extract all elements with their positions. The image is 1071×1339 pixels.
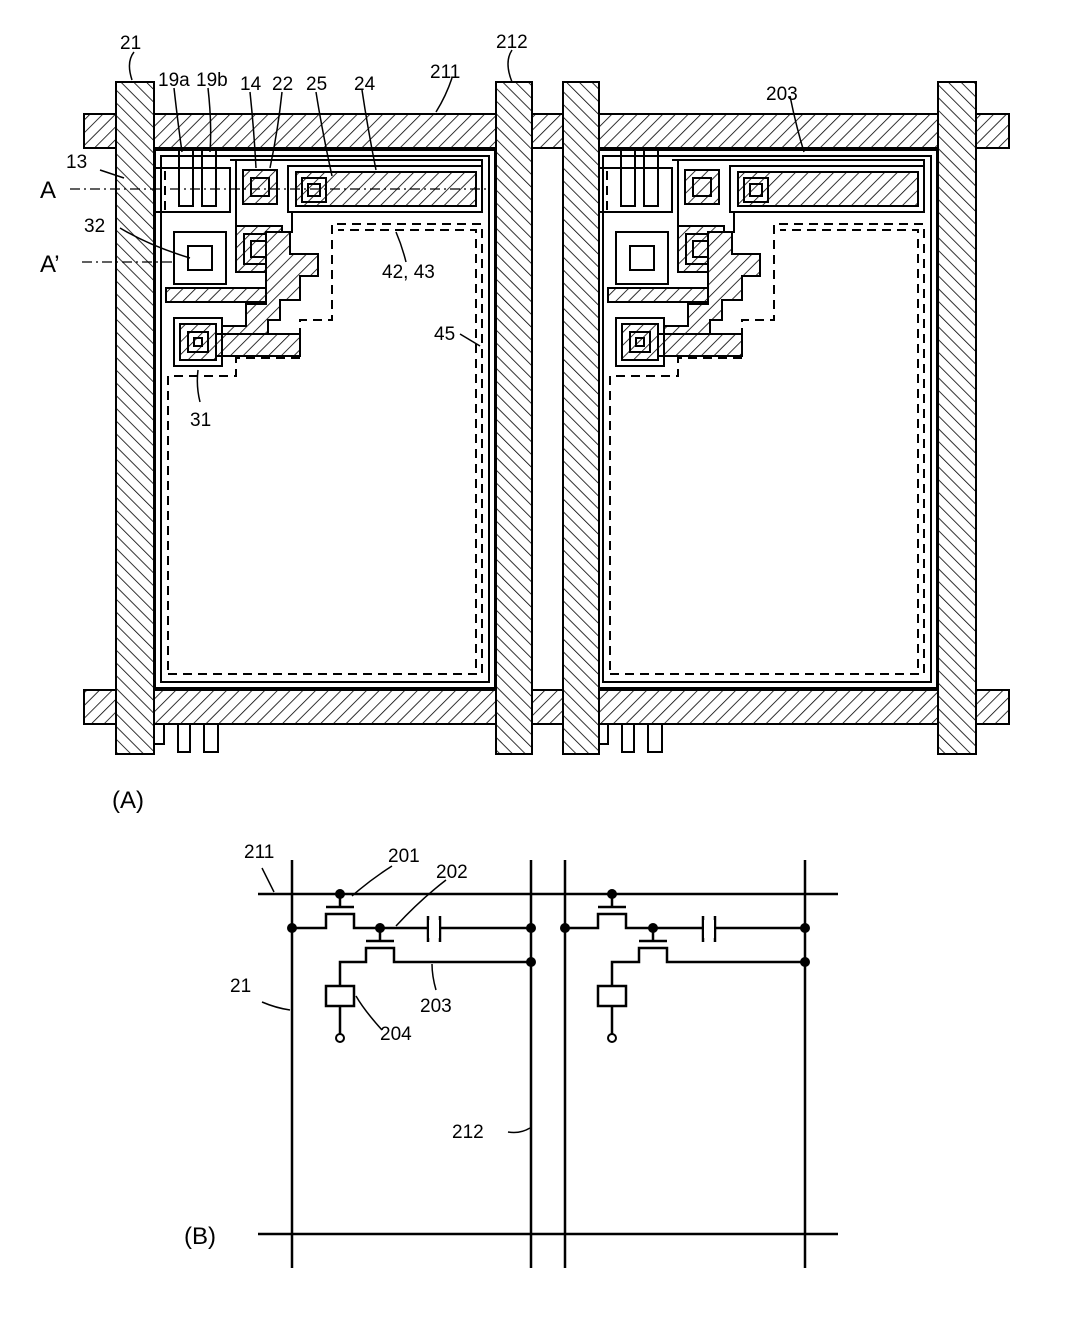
label-211: 211 <box>244 842 274 863</box>
gate-line-211-top <box>84 114 1009 148</box>
light-emitting-element-204 <box>326 986 354 1006</box>
node <box>287 923 297 933</box>
tft-32-outer <box>616 232 668 284</box>
light-emitting-element <box>598 986 626 1006</box>
power-line-212 <box>496 82 532 754</box>
tft-32-outer <box>174 232 226 284</box>
bottom-tabs-right <box>622 724 662 752</box>
tft-32-inner <box>188 246 212 270</box>
source-line-right <box>563 82 599 754</box>
figure-b-circuit: 211 201 202 21 203 204 212 (B) <box>184 842 838 1268</box>
label-a: A <box>40 177 56 204</box>
label-211: 211 <box>430 62 460 83</box>
tab <box>599 724 608 744</box>
node <box>800 923 810 933</box>
caption-a: (A) <box>112 787 144 814</box>
label-21: 21 <box>230 976 251 997</box>
label-203-a: 203 <box>766 84 798 105</box>
tft-31-pad <box>180 324 216 360</box>
tab <box>154 724 164 744</box>
label-45: 45 <box>434 324 455 345</box>
region-inner <box>780 230 918 668</box>
label-203: 203 <box>420 996 452 1017</box>
node <box>375 923 385 933</box>
pixel-right <box>565 150 937 688</box>
label-32: 32 <box>84 216 105 237</box>
channel-19a <box>179 150 193 206</box>
pixel-outline-inner <box>603 156 931 682</box>
contact-14-pad <box>243 170 277 204</box>
contact-pad <box>685 170 719 204</box>
pixel-left <box>123 150 495 688</box>
channel-19b <box>202 150 216 206</box>
capacitor-gap <box>704 920 714 938</box>
power-line-right <box>938 82 976 754</box>
node <box>800 957 810 967</box>
channel-a <box>621 150 635 206</box>
node <box>648 923 658 933</box>
node <box>526 923 536 933</box>
label-212: 212 <box>452 1122 484 1143</box>
tft-202-channel <box>340 948 531 986</box>
label-24: 24 <box>354 74 376 95</box>
label-201: 201 <box>388 846 420 867</box>
label-19b: 19b <box>196 70 228 91</box>
label-25: 25 <box>306 74 327 95</box>
leader-lines-b <box>262 866 530 1133</box>
bottom-tabs-left <box>178 724 218 752</box>
caption-b: (B) <box>184 1223 216 1250</box>
gate-line-bottom <box>84 690 1009 724</box>
terminal <box>608 1034 616 1042</box>
tft-201-channel <box>292 914 531 928</box>
source-line-21 <box>116 82 154 754</box>
tft-2-channel <box>612 948 805 986</box>
node <box>526 957 536 967</box>
label-14: 14 <box>240 74 262 95</box>
pixel-circuit-right <box>560 889 810 1042</box>
tft-31-pad <box>622 324 658 360</box>
region-42-43 <box>338 230 476 668</box>
node <box>560 923 570 933</box>
label-42-43: 42, 43 <box>382 262 435 283</box>
capacitor-gap <box>429 920 439 938</box>
tft-channel <box>565 914 805 928</box>
node <box>335 889 345 899</box>
figure-a-layout: 21 212 211 19a 19b 14 22 25 24 13 A 32 A… <box>40 32 1009 814</box>
pixel-circuit-left <box>287 889 536 1042</box>
terminal <box>336 1034 344 1042</box>
label-21: 21 <box>120 33 141 54</box>
gate-electrode-32 <box>166 288 266 302</box>
label-a-prime: A’ <box>40 251 60 278</box>
label-22: 22 <box>272 74 293 95</box>
label-19a: 19a <box>158 70 190 91</box>
node <box>607 889 617 899</box>
tft-32-inner <box>630 246 654 270</box>
label-202: 202 <box>436 862 468 883</box>
label-212: 212 <box>496 32 528 53</box>
label-31: 31 <box>190 410 211 431</box>
channel-b <box>644 150 658 206</box>
label-13: 13 <box>66 152 87 173</box>
label-204: 204 <box>380 1024 412 1045</box>
gate-electrode <box>608 288 708 302</box>
